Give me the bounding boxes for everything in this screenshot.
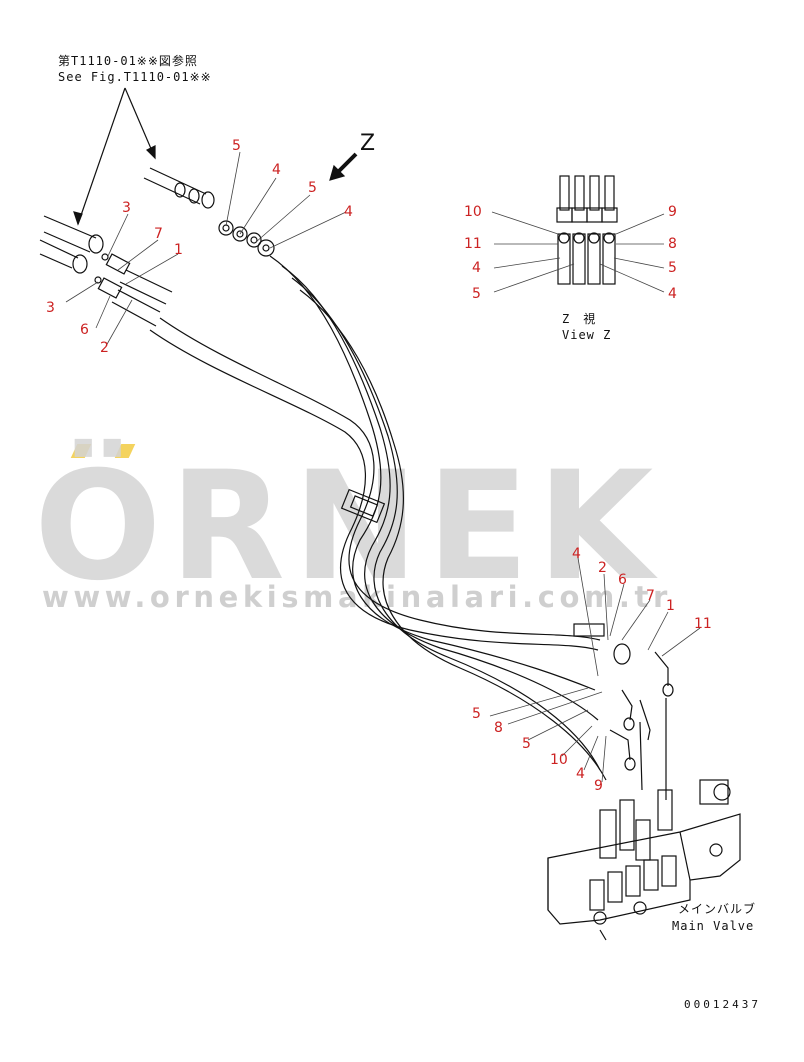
callout-r-8: 8 xyxy=(494,720,503,736)
view-z-letter: Z xyxy=(360,131,375,156)
callout-5a: 5 xyxy=(232,138,241,154)
callout-r-4a: 4 xyxy=(572,546,581,562)
callout-r-6: 6 xyxy=(618,572,627,588)
callout-z-10: 10 xyxy=(464,204,482,220)
callout-r-1: 1 xyxy=(666,598,675,614)
callout-z-4a: 4 xyxy=(472,260,481,276)
reference-note-jp: 第T1110-01※※図参照 xyxy=(58,54,198,68)
callout-z-5b: 5 xyxy=(668,260,677,276)
callout-z-11: 11 xyxy=(464,236,482,252)
main-valve-body xyxy=(547,779,741,941)
callout-z-5a: 5 xyxy=(472,286,481,302)
arrowhead-2 xyxy=(145,145,156,160)
main-valve-label-en: Main Valve xyxy=(672,919,755,933)
main-valve-label-jp: メインバルブ xyxy=(678,902,757,916)
drawing-code: 00012437 xyxy=(684,998,761,1011)
hose-clamp xyxy=(340,488,386,524)
main-hose-run xyxy=(149,255,607,781)
reference-note-en: See Fig.T1110-01※※ xyxy=(58,70,212,84)
callout-r-5b: 5 xyxy=(522,736,531,752)
callout-4b: 4 xyxy=(344,204,353,220)
fittings-right xyxy=(573,623,674,800)
callout-2a: 2 xyxy=(100,340,109,356)
callout-3b: 3 xyxy=(46,300,55,316)
callout-r-9: 9 xyxy=(594,778,603,794)
callout-4a: 4 xyxy=(272,162,281,178)
callout-z-9: 9 xyxy=(668,204,677,220)
callout-z-4b: 4 xyxy=(668,286,677,302)
callout-7a: 7 xyxy=(154,226,163,242)
hose-ends-upper-center xyxy=(218,220,275,257)
watermark-logo: ÖRNEK xyxy=(34,440,662,614)
callout-3a: 3 xyxy=(122,200,131,216)
hose-ends-upper-left xyxy=(39,215,173,327)
callout-5b: 5 xyxy=(308,180,317,196)
leader-arrow-1 xyxy=(77,87,126,225)
watermark-url: www.ornekismakinalari.com.tr xyxy=(42,580,672,614)
callout-r-5a: 5 xyxy=(472,706,481,722)
callout-r-2: 2 xyxy=(598,560,607,576)
leader-arrow-2 xyxy=(124,87,156,159)
view-z-caption-jp: Z 視 xyxy=(562,312,597,326)
arrowhead-1 xyxy=(73,211,83,226)
callout-6a: 6 xyxy=(80,322,89,338)
hose-bundle-reference xyxy=(143,167,215,209)
callout-r-11: 11 xyxy=(694,616,712,632)
view-z-caption-en: View Z xyxy=(562,328,612,342)
callout-r-7: 7 xyxy=(646,588,655,604)
callout-z-8: 8 xyxy=(668,236,677,252)
view-z-detail xyxy=(556,175,618,285)
callout-1a: 1 xyxy=(174,242,183,258)
callout-r-10: 10 xyxy=(550,752,568,768)
callout-r-4b: 4 xyxy=(576,766,585,782)
